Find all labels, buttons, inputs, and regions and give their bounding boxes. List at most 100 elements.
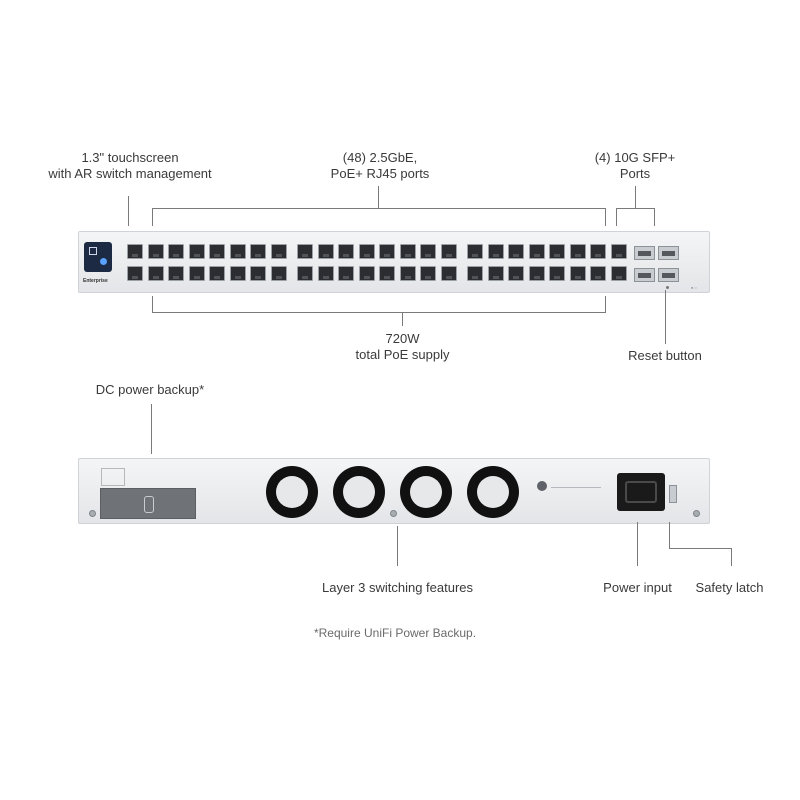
rj45-port[interactable]	[338, 266, 354, 281]
rj45-port[interactable]	[569, 266, 586, 281]
rj45-port[interactable]	[379, 266, 395, 281]
rj45-port[interactable]	[467, 266, 483, 281]
rj45-port[interactable]	[487, 244, 504, 259]
poe-supply-label-line2: total PoE supply	[355, 347, 450, 362]
power-input-label: Power input	[603, 580, 672, 595]
rear-label-text	[101, 468, 125, 486]
sfp-ports-label-line2: Ports	[619, 166, 651, 181]
safety-latch-callout-drop	[731, 548, 732, 566]
rj45-port[interactable]	[610, 266, 627, 281]
sfp-bracket-right	[654, 208, 655, 226]
poe-bracket-left	[152, 296, 153, 312]
touchscreen-label-line2: with AR switch management	[48, 166, 212, 181]
reset-callout-line	[665, 290, 666, 344]
rj45-port[interactable]	[188, 266, 205, 281]
rj45-port[interactable]	[590, 244, 606, 259]
touchscreen-callout-line	[128, 196, 129, 226]
rj45-port[interactable]	[508, 244, 524, 259]
rj45-port[interactable]	[549, 244, 565, 259]
regulatory-marks-text	[551, 487, 601, 498]
rj45-port[interactable]	[440, 244, 457, 259]
safety-latch[interactable]	[669, 485, 677, 503]
poe-supply-label-line1: 720W	[385, 331, 420, 346]
rj45-port[interactable]	[317, 244, 334, 259]
rj45-port[interactable]	[338, 244, 354, 259]
rj45-port[interactable]	[250, 244, 266, 259]
sfp-port[interactable]	[634, 246, 655, 260]
safety-latch-callout-horizontal	[669, 548, 732, 549]
rj45-port[interactable]	[270, 244, 287, 259]
fan-icon	[467, 466, 519, 518]
safety-latch-callout-vertical	[669, 522, 670, 548]
rj45-ports-label: (48) 2.5GbE, PoE+ RJ45 ports	[290, 150, 470, 182]
ubiquiti-logo	[537, 481, 547, 491]
dc-backup-callout-line	[151, 404, 152, 454]
rj45-port[interactable]	[297, 244, 313, 259]
rj45-port[interactable]	[229, 244, 246, 259]
rj45-port[interactable]	[549, 266, 565, 281]
touchscreen-display[interactable]	[84, 242, 112, 272]
rj45-port[interactable]	[209, 266, 225, 281]
rj45-port[interactable]	[569, 244, 586, 259]
rj45-port[interactable]	[358, 244, 375, 259]
reset-button[interactable]	[666, 286, 669, 289]
rj45-port[interactable]	[590, 266, 606, 281]
touchscreen-label-line1: 1.3" touchscreen	[81, 150, 179, 165]
rj45-port[interactable]	[270, 266, 287, 281]
rj45-port[interactable]	[168, 244, 184, 259]
screw-left	[89, 510, 96, 517]
rj45-ports-label-line1: (48) 2.5GbE,	[342, 150, 418, 165]
rj45-port[interactable]	[440, 266, 457, 281]
sfp-bracket-horizontal	[616, 208, 655, 209]
screw-center	[390, 510, 397, 517]
rj45-port[interactable]	[127, 266, 143, 281]
poe-bracket-stem	[402, 312, 403, 326]
rj45-port[interactable]	[528, 244, 545, 259]
rj45-port[interactable]	[147, 266, 164, 281]
rj45-port[interactable]	[420, 266, 436, 281]
dc-backup-port[interactable]	[100, 488, 196, 519]
rj45-port[interactable]	[487, 266, 504, 281]
sfp-bracket-left	[616, 208, 617, 226]
poe-supply-label: 720W total PoE supply	[320, 331, 485, 363]
reset-button-label: Reset button	[628, 348, 702, 363]
rj45-port[interactable]	[147, 244, 164, 259]
screw-right	[693, 510, 700, 517]
rj45-port[interactable]	[209, 244, 225, 259]
rj45-port[interactable]	[297, 266, 313, 281]
safety-latch-label: Safety latch	[695, 580, 764, 595]
footnote: *Require UniFi Power Backup.	[313, 626, 477, 640]
rj45-port[interactable]	[188, 244, 205, 259]
rj45-ports-label-line2: PoE+ RJ45 ports	[330, 166, 430, 181]
fan-icon	[400, 466, 452, 518]
power-input-callout-line	[637, 522, 638, 566]
power-input-socket[interactable]	[617, 473, 665, 511]
rj45-port[interactable]	[168, 266, 184, 281]
rj45-bracket-right	[605, 208, 606, 226]
rj45-port[interactable]	[399, 266, 416, 281]
rj45-port[interactable]	[420, 244, 436, 259]
rj45-port[interactable]	[229, 266, 246, 281]
sfp-port[interactable]	[658, 246, 679, 260]
touchscreen-icon	[89, 247, 97, 255]
rj45-port[interactable]	[467, 244, 483, 259]
rj45-port[interactable]	[508, 266, 524, 281]
rj45-port[interactable]	[358, 266, 375, 281]
rj45-port[interactable]	[610, 244, 627, 259]
sfp-port-grid	[632, 240, 682, 285]
dc-backup-label: DC power backup*	[95, 382, 205, 397]
sfp-port[interactable]	[658, 268, 679, 282]
rj45-bracket-left	[152, 208, 153, 226]
rj45-port[interactable]	[528, 266, 545, 281]
dc-backup-connector-icon	[144, 496, 154, 513]
rj45-port[interactable]	[127, 244, 143, 259]
fan-row	[266, 464, 526, 520]
sfp-bracket-stem	[635, 186, 636, 208]
rj45-port[interactable]	[379, 244, 395, 259]
rj45-port[interactable]	[399, 244, 416, 259]
fan-icon	[333, 466, 385, 518]
layer3-callout-line	[397, 526, 398, 566]
rj45-port[interactable]	[317, 266, 334, 281]
rj45-port[interactable]	[250, 266, 266, 281]
sfp-port[interactable]	[634, 268, 655, 282]
